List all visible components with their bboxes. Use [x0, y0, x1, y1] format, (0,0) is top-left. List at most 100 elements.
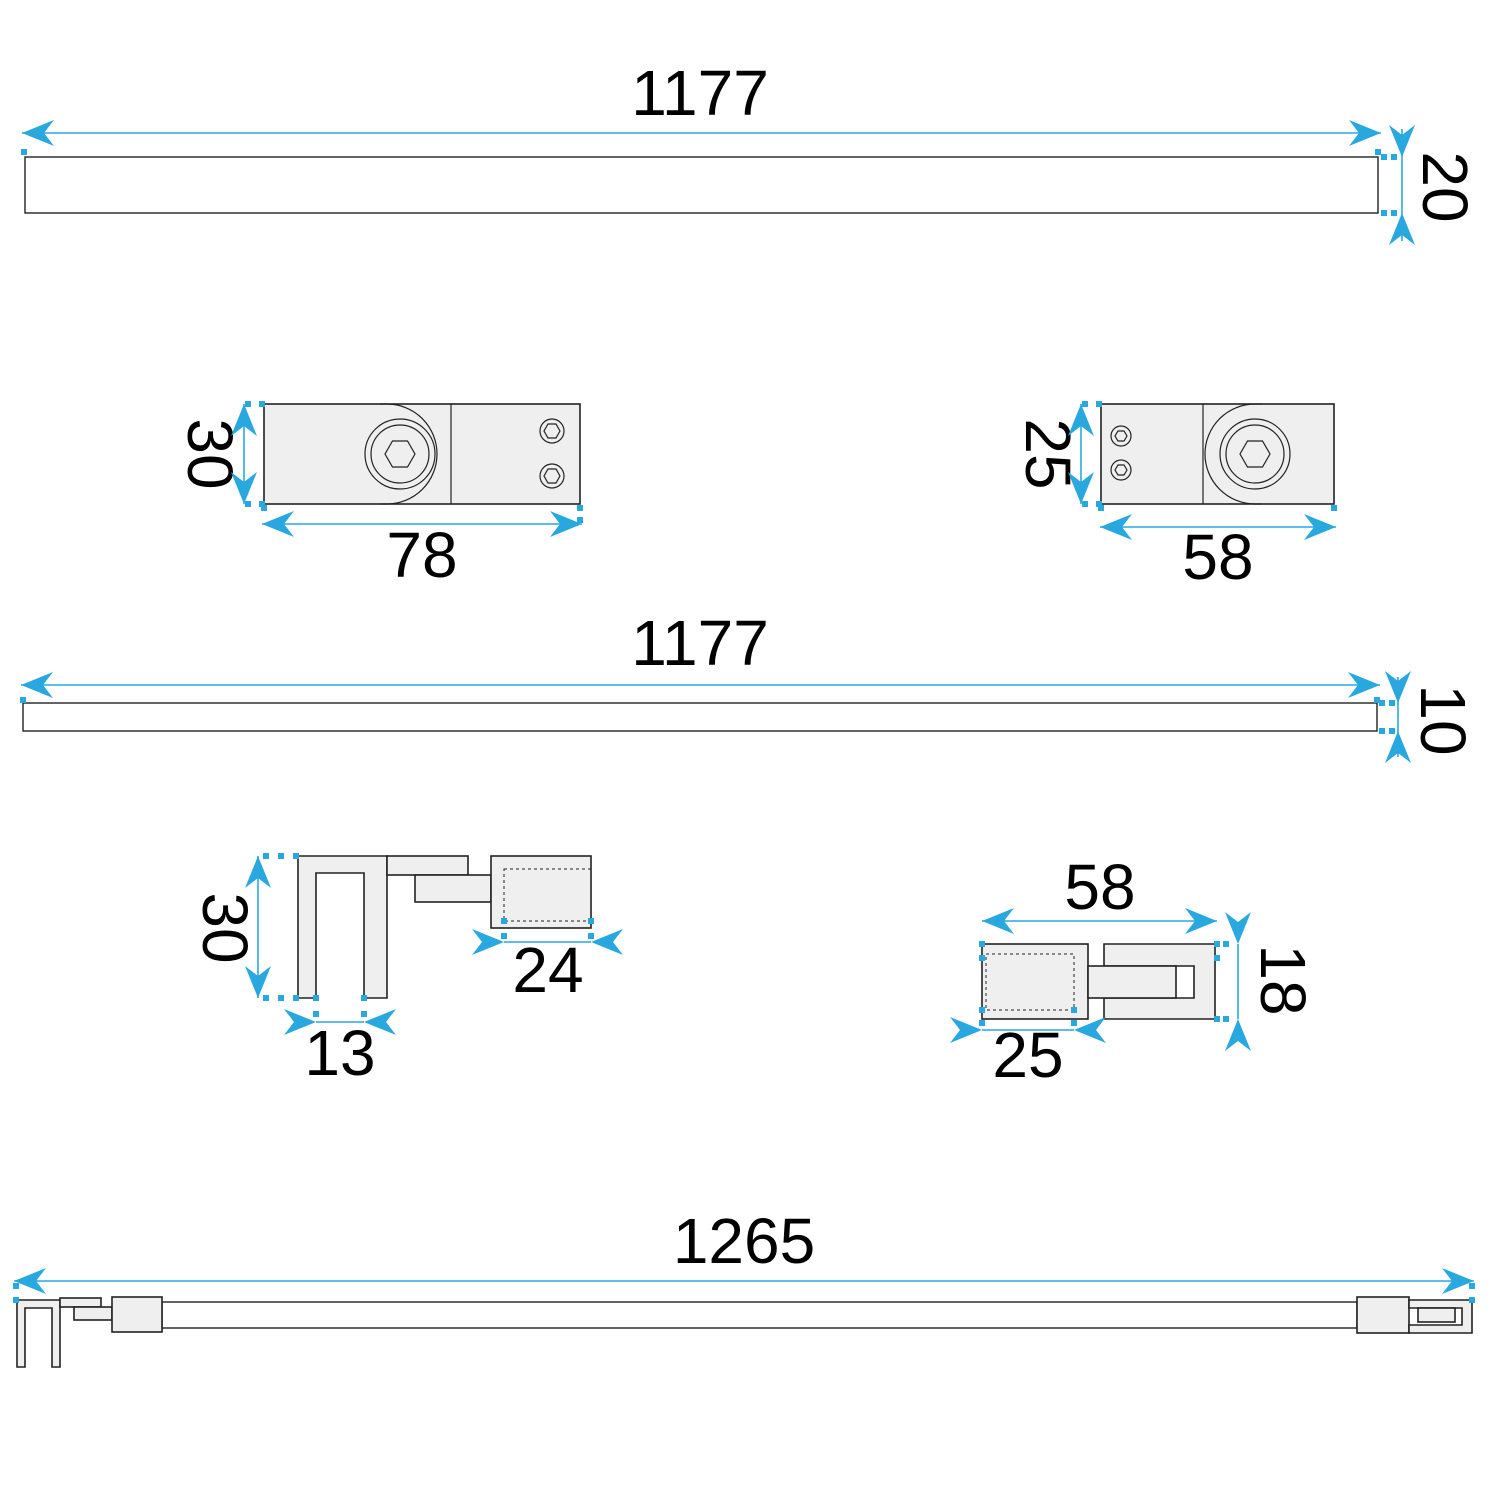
top-bar-height-label: 20	[1409, 151, 1481, 222]
extension-marker	[1223, 941, 1229, 947]
extension-marker	[1082, 501, 1088, 507]
extension-marker	[979, 1007, 985, 1013]
arrowhead-icon	[284, 1009, 316, 1035]
middle-bar-body	[22, 702, 1378, 732]
extension-marker	[261, 505, 267, 511]
arrowhead-icon	[950, 1017, 982, 1043]
right-clamp: 25 58	[1012, 403, 1335, 593]
glass-connector-socket	[981, 943, 1089, 1020]
hex-screw-icon	[1239, 440, 1271, 468]
extension-marker	[13, 1297, 19, 1303]
extension-marker	[259, 401, 265, 407]
extension-marker	[979, 955, 985, 961]
middle-bar-height-label: 10	[1407, 684, 1479, 755]
extension-marker	[1331, 505, 1337, 511]
extension-marker	[979, 1020, 985, 1026]
right-clamp-body	[1100, 403, 1335, 505]
extension-marker	[1391, 210, 1397, 216]
assembly-bar	[161, 1301, 1358, 1329]
glass-connector-socket-label: 25	[992, 1019, 1063, 1091]
extension-marker	[588, 933, 594, 939]
dimension-lines	[13, 120, 1475, 1303]
extension-marker	[577, 505, 583, 511]
extension-marker	[577, 517, 583, 523]
arrowhead-icon	[21, 672, 53, 698]
arrowhead-icon	[1304, 514, 1336, 540]
arrowhead-icon	[245, 856, 271, 888]
wall-bracket-socket	[490, 855, 592, 929]
extension-marker	[263, 995, 269, 1001]
extension-marker	[21, 149, 27, 155]
right-clamp-width-label: 58	[1182, 521, 1253, 593]
arrowhead-icon	[14, 1268, 46, 1294]
arrowhead-icon	[231, 472, 257, 504]
extension-marker	[1381, 210, 1387, 216]
arrowhead-icon	[1100, 514, 1132, 540]
extension-marker	[1379, 728, 1385, 734]
extension-marker	[1071, 1007, 1077, 1013]
extension-marker	[293, 853, 299, 859]
top-bar-length-label: 1177	[631, 57, 769, 129]
extension-marker	[1082, 401, 1088, 407]
extension-marker	[278, 853, 284, 859]
extension-marker	[1375, 149, 1381, 155]
bolt-icon	[1110, 459, 1132, 481]
extension-marker	[1071, 1020, 1077, 1026]
extension-marker	[1389, 700, 1395, 706]
bolt-icon	[539, 418, 565, 444]
extension-marker	[263, 853, 269, 859]
arrowhead-icon	[1389, 213, 1415, 245]
glass-connector: 58 18 25	[981, 851, 1319, 1091]
arrowhead-icon	[1225, 912, 1251, 944]
extension-marker	[1214, 1016, 1220, 1022]
top-bar: 1177 20	[24, 57, 1481, 223]
arrowhead-icon	[1068, 472, 1094, 504]
extension-marker	[259, 501, 265, 507]
extension-marker	[13, 1283, 19, 1289]
extension-marker	[1223, 1016, 1229, 1022]
bolt-icon	[1110, 425, 1132, 447]
arrowhead-icon	[982, 908, 1014, 934]
arrowhead-icon	[22, 120, 54, 146]
arrowhead-icon	[591, 929, 623, 955]
glass-connector-height-label: 18	[1247, 944, 1319, 1015]
extension-marker	[1379, 700, 1385, 706]
extension-marker	[245, 501, 251, 507]
arrowhead-icon	[1225, 1019, 1251, 1051]
top-bar-body	[24, 156, 1379, 214]
left-clamp-width-label: 78	[386, 519, 457, 591]
arrowhead-icon	[1349, 120, 1381, 146]
arrowhead-icon	[262, 511, 294, 537]
right-clamp-hinge	[1204, 403, 1262, 505]
extension-marker	[313, 1011, 319, 1017]
left-clamp-body	[263, 403, 581, 505]
arrowhead-icon	[472, 929, 504, 955]
arrowhead-icon	[231, 404, 257, 436]
extension-marker	[1389, 728, 1395, 734]
arrowhead-icon	[1185, 908, 1217, 934]
wall-bracket-u-channel	[297, 855, 388, 999]
hex-screw-icon	[384, 440, 416, 468]
extension-marker	[1469, 1283, 1475, 1289]
wall-bracket: 30 13 24	[189, 855, 592, 1089]
extension-marker	[1391, 154, 1397, 160]
arrowhead-icon	[1074, 1017, 1106, 1043]
extension-marker	[1214, 941, 1220, 947]
extension-marker	[1374, 697, 1380, 703]
arrowhead-icon	[1068, 404, 1094, 436]
arrowhead-icon	[1348, 672, 1380, 698]
extension-marker	[278, 995, 284, 1001]
arrowhead-icon	[1385, 731, 1411, 763]
extension-marker	[361, 995, 367, 1001]
extension-marker	[361, 1011, 367, 1017]
extension-marker	[501, 933, 507, 939]
left-clamp-hinge	[380, 403, 438, 505]
extension-marker	[1098, 505, 1104, 511]
arrowhead-icon	[1442, 1268, 1474, 1294]
extension-marker	[293, 995, 299, 1001]
extension-marker	[20, 697, 26, 703]
bolt-icon	[539, 463, 565, 489]
extension-marker	[979, 941, 985, 947]
extension-marker	[1469, 1297, 1475, 1303]
